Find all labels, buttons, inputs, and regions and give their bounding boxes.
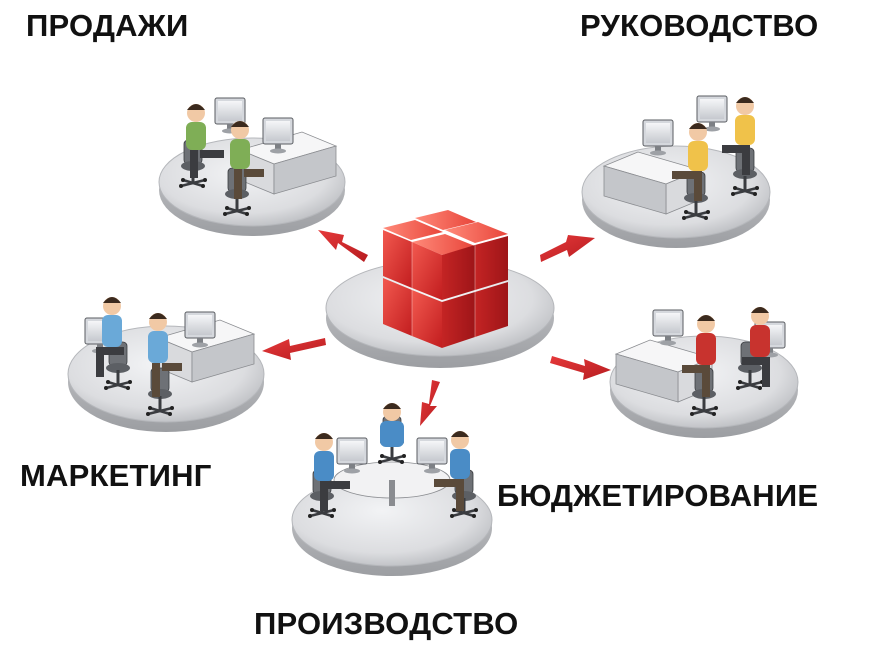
center-hub bbox=[325, 210, 555, 368]
budgeting-team-icon bbox=[609, 307, 799, 438]
sales-label: ПРОДАЖИ bbox=[26, 8, 189, 43]
arrow-to-budgeting-icon bbox=[550, 356, 611, 380]
arrow-to-marketing-icon bbox=[262, 338, 326, 360]
arrow-to-management-icon bbox=[540, 235, 595, 262]
marketing-label: МАРКЕТИНГ bbox=[20, 458, 212, 493]
production-label: ПРОИЗВОДСТВО bbox=[254, 606, 519, 641]
marketing-team-icon bbox=[67, 297, 265, 432]
production-team-icon bbox=[291, 403, 493, 576]
budgeting-label: БЮДЖЕТИРОВАНИЕ bbox=[497, 478, 819, 513]
arrow-to-sales-icon bbox=[318, 230, 368, 262]
management-team-icon bbox=[581, 95, 771, 248]
sales-team-icon bbox=[158, 97, 346, 236]
arrow-to-production-icon bbox=[420, 380, 440, 426]
management-label: РУКОВОДСТВО bbox=[580, 8, 819, 43]
arrows bbox=[262, 230, 611, 426]
red-cube-icon bbox=[382, 210, 509, 348]
